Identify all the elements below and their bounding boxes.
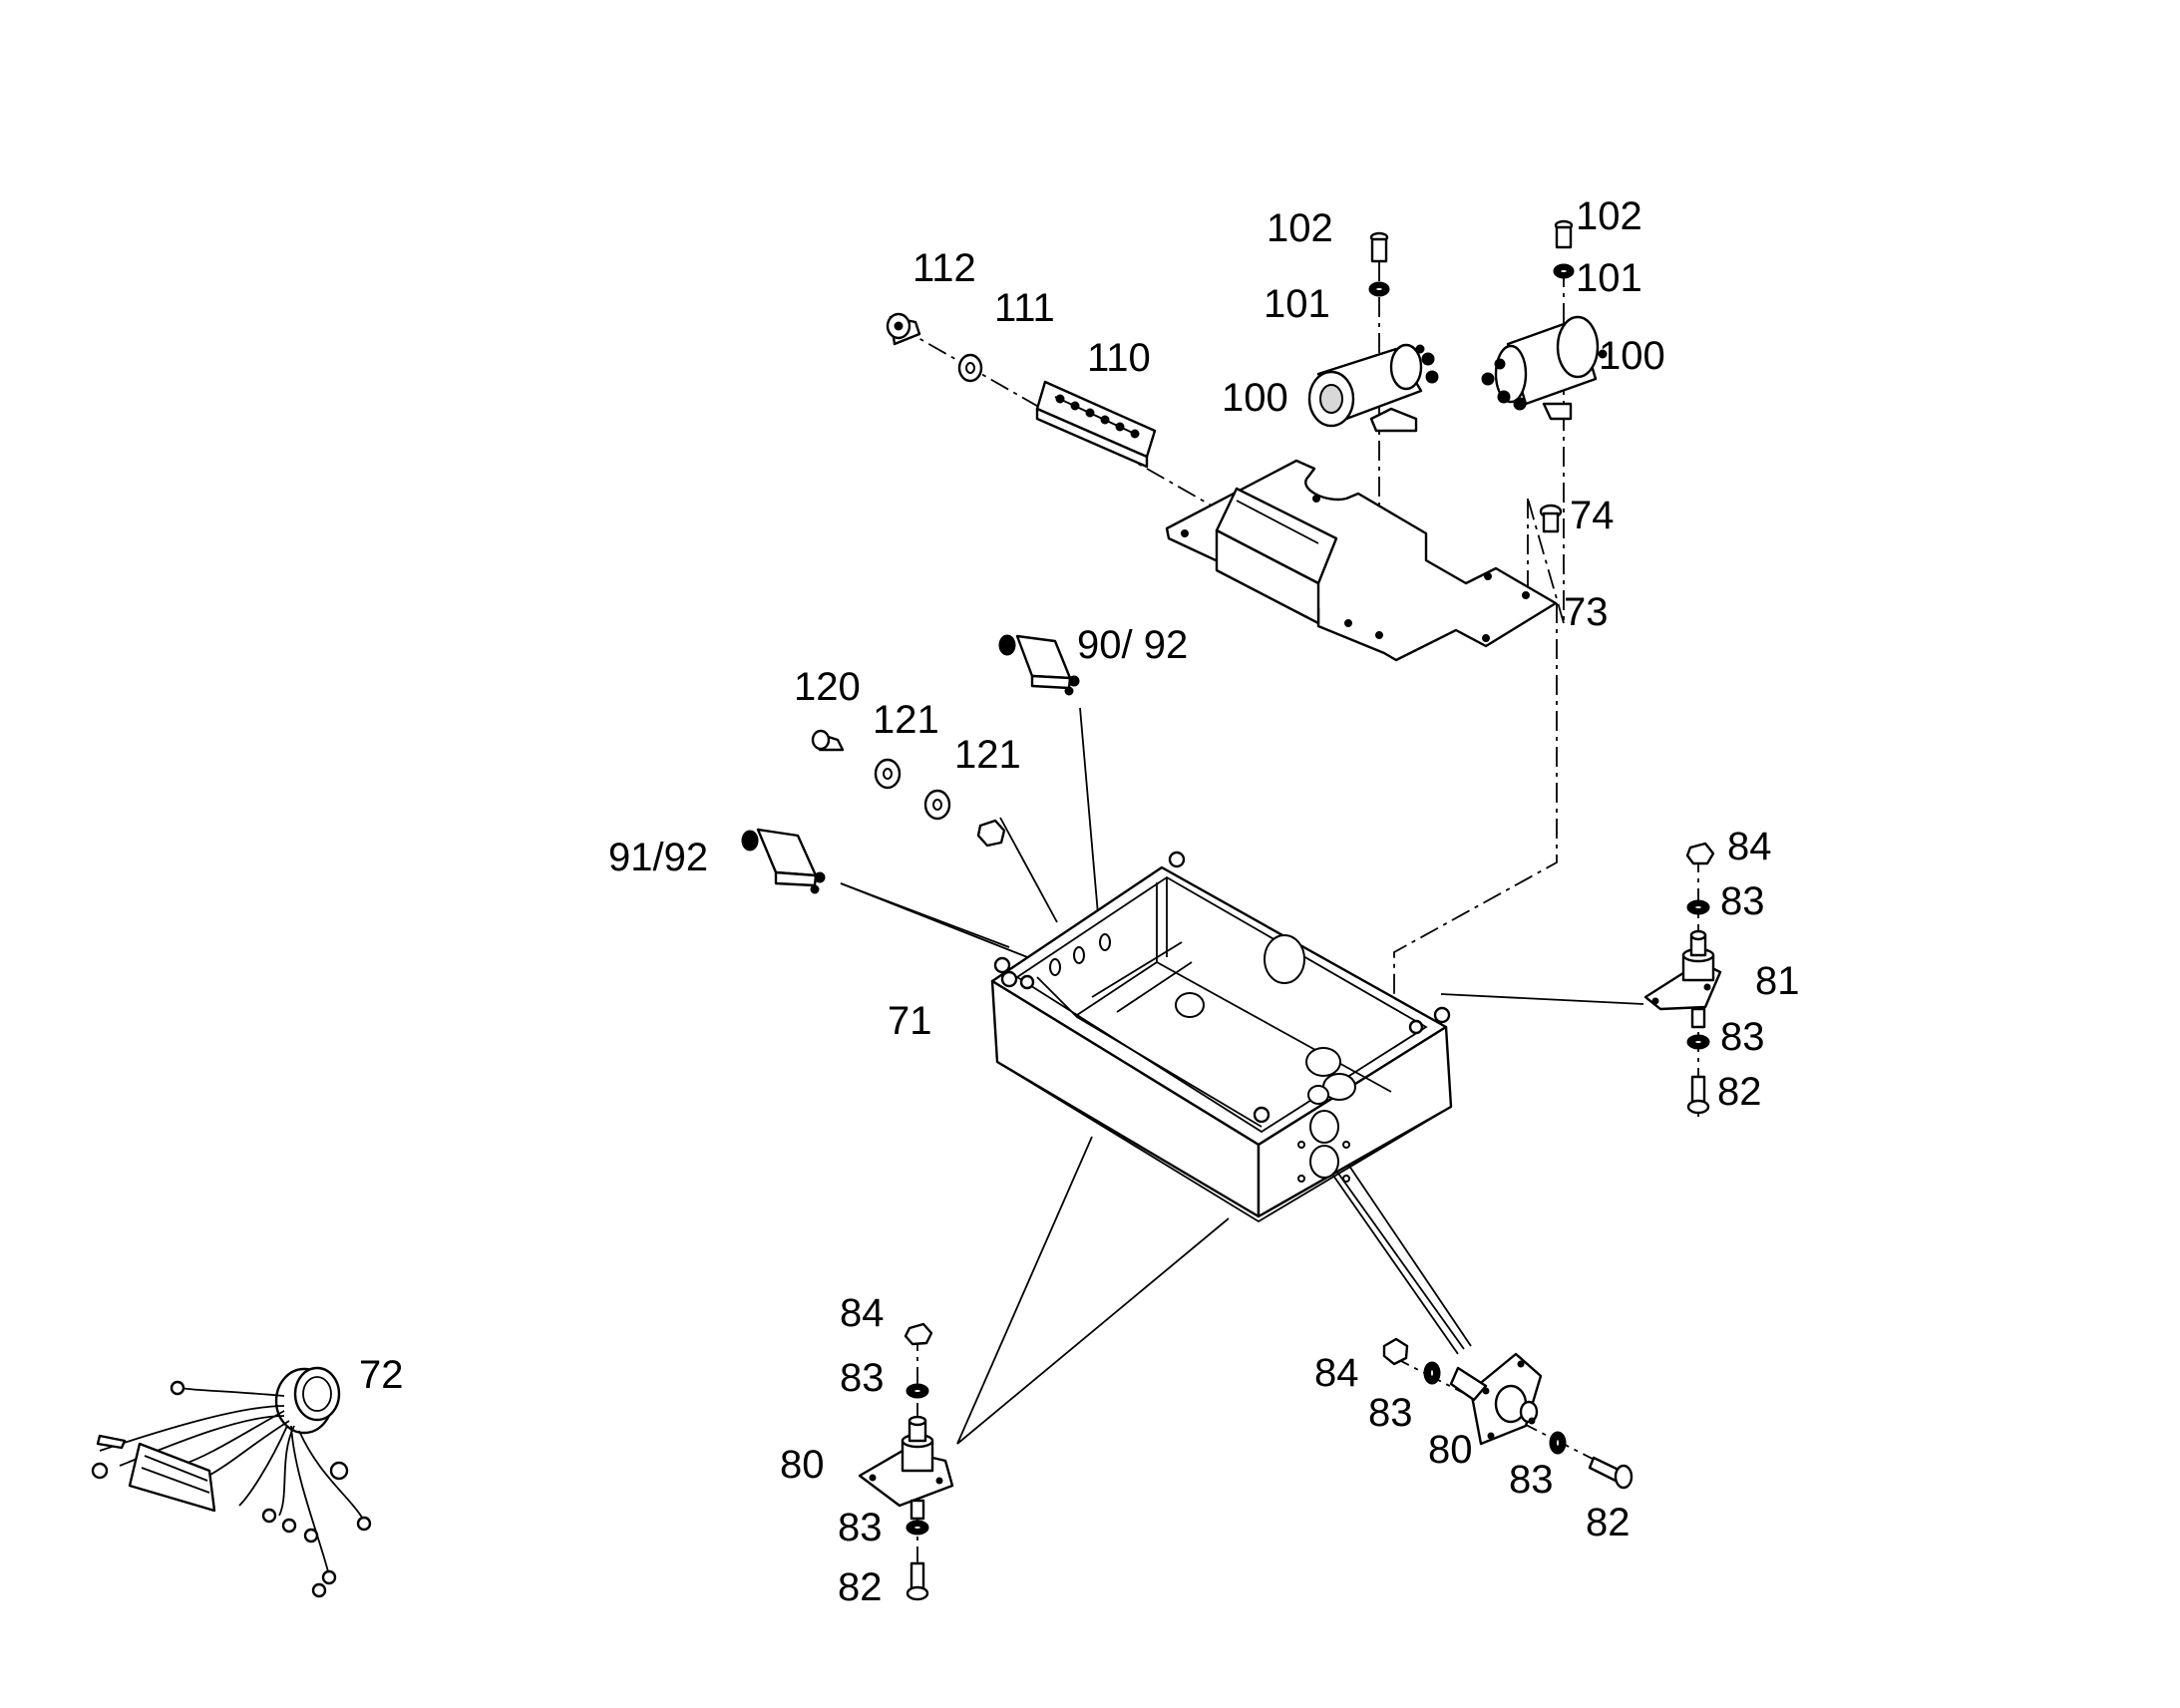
label-100-right: 100 — [1599, 334, 1665, 378]
label-110: 110 — [1087, 336, 1151, 380]
label-101-right: 101 — [1576, 256, 1642, 300]
washer-111 — [957, 353, 983, 383]
washer-101-right — [1553, 263, 1575, 279]
screw-112 — [886, 312, 921, 346]
washer-121-b — [923, 789, 951, 821]
part-labels: 102 102 101 101 100 100 112 111 110 74 7… — [359, 194, 1800, 1609]
relay-100-left — [1307, 343, 1439, 433]
bolt-82-middle — [1588, 1456, 1634, 1490]
label-82-left: 82 — [838, 1565, 883, 1609]
label-121-a: 121 — [873, 698, 939, 742]
washer-101-left — [1368, 281, 1390, 297]
label-81: 81 — [1755, 959, 1800, 1003]
washer-83-left-top — [906, 1383, 929, 1399]
label-82-middle: 82 — [1586, 1501, 1631, 1544]
label-80-middle: 80 — [1428, 1428, 1473, 1472]
screw-74 — [1539, 504, 1563, 533]
terminal-80-left — [858, 1415, 954, 1521]
terminal-80-middle — [1449, 1352, 1543, 1446]
label-111: 111 — [994, 286, 1055, 330]
label-71: 71 — [888, 999, 932, 1043]
bolt-102-left — [1369, 231, 1389, 263]
relay-100-right — [1481, 315, 1608, 421]
label-72: 72 — [359, 1353, 404, 1397]
mounting-plate-73 — [1165, 459, 1558, 662]
label-84-left: 84 — [840, 1291, 885, 1335]
switch-91-92 — [741, 828, 826, 894]
label-83-right-top: 83 — [1720, 879, 1765, 923]
label-83-middle-top: 83 — [1368, 1391, 1413, 1435]
label-83-middle-bottom: 83 — [1509, 1458, 1554, 1502]
label-102-left: 102 — [1267, 206, 1333, 250]
washer-83-right-bottom — [1686, 1034, 1710, 1050]
label-83-right-bottom: 83 — [1720, 1015, 1765, 1059]
bolt-102-right — [1554, 219, 1574, 249]
label-74: 74 — [1570, 494, 1615, 537]
terminal-strip-screws — [1055, 394, 1140, 439]
enclosure-box-71 — [990, 851, 1453, 1223]
washer-83-middle-top — [1423, 1361, 1441, 1385]
label-101-left: 101 — [1264, 282, 1330, 326]
washer-83-right-top — [1686, 899, 1710, 915]
label-91-92: 91/92 — [608, 836, 708, 879]
screw-120 — [811, 729, 845, 752]
label-80-left: 80 — [780, 1443, 825, 1487]
label-84-middle: 84 — [1314, 1351, 1359, 1395]
label-83-left-bottom: 83 — [838, 1506, 883, 1549]
label-73: 73 — [1564, 590, 1609, 634]
leader-lines — [840, 707, 1644, 1445]
label-90-92: 90/ 92 — [1077, 623, 1188, 667]
label-121-b: 121 — [954, 733, 1021, 777]
nut-84-middle — [1382, 1337, 1409, 1366]
label-102-right: 102 — [1576, 194, 1642, 238]
washer-83-left-bottom — [906, 1520, 929, 1536]
switch-90-92 — [998, 634, 1080, 696]
bolt-82-left — [906, 1561, 929, 1601]
nut-84-right — [1685, 842, 1715, 865]
cable-harness-72 — [91, 1366, 372, 1598]
washer-121-a — [874, 758, 902, 790]
label-100-left: 100 — [1222, 376, 1288, 420]
nut-84-left — [904, 1322, 933, 1346]
label-120: 120 — [794, 665, 861, 709]
washer-83-middle-bottom — [1549, 1431, 1567, 1455]
label-82-right: 82 — [1717, 1070, 1762, 1114]
nut — [976, 819, 1006, 848]
label-84-right: 84 — [1727, 825, 1772, 868]
terminal-strip-110 — [1035, 380, 1157, 469]
bolt-82-right — [1686, 1075, 1710, 1115]
label-83-left-top: 83 — [840, 1356, 885, 1400]
label-112: 112 — [912, 246, 976, 290]
terminal-81 — [1643, 929, 1722, 1029]
